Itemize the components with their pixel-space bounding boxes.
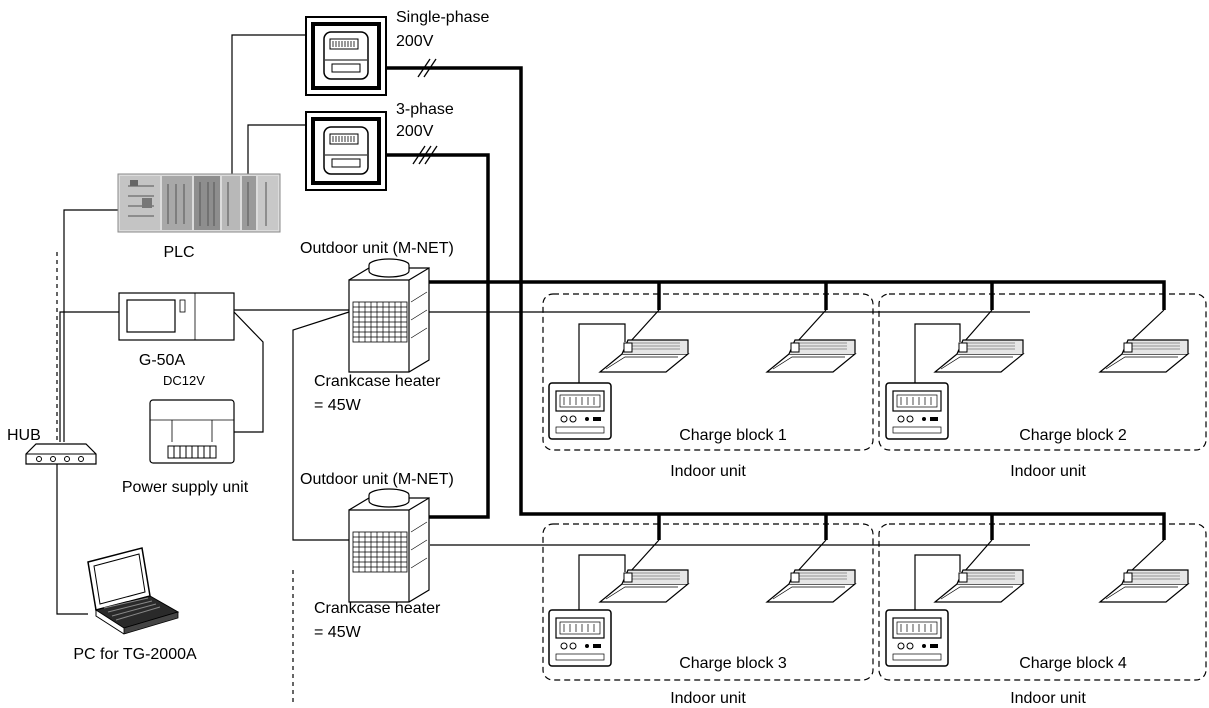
power-supply-label: Power supply unit: [122, 479, 249, 496]
remote-controller-icon: [549, 383, 611, 439]
plc-icon: [118, 174, 280, 232]
indoor-unit-icon: [600, 570, 688, 602]
heater1-value-label: = 45W: [314, 397, 362, 414]
meter2-voltage-label: 200V: [396, 123, 434, 140]
pc-label: PC for TG-2000A: [73, 646, 197, 663]
indoor-unit-icon: [1100, 340, 1188, 372]
indoor-unit-icon: [935, 340, 1023, 372]
g50a-controller-icon: [119, 293, 234, 340]
indoor-unit-icon: [767, 340, 855, 372]
charge-block-label: Charge block 2: [1019, 427, 1127, 444]
charge-block-3: Charge block 3: [543, 524, 873, 680]
remote-controller-icon: [886, 383, 948, 439]
heater1-name-label: Crankcase heater: [314, 373, 441, 390]
remote-controller-icon: [549, 610, 611, 666]
heater2-name-label: Crankcase heater: [314, 600, 441, 617]
power-supply-unit-icon: [150, 400, 234, 463]
meter2-phase-label: 3-phase: [396, 101, 454, 118]
charge-block-label: Charge block 1: [679, 427, 787, 444]
indoor-unit-icon: [767, 570, 855, 602]
remote-controller-icon: [886, 610, 948, 666]
heater2-value-label: = 45W: [314, 624, 362, 641]
charge-block-1: Charge block 1: [543, 294, 873, 450]
outdoor-unit-1-icon: [349, 259, 429, 372]
indoor-unit-label: Indoor unit: [670, 463, 746, 480]
indoor-unit-icon: [600, 340, 688, 372]
meter1-phase-label: Single-phase: [396, 9, 490, 26]
laptop-icon: [88, 548, 178, 634]
charge-block-label: Charge block 3: [679, 655, 787, 672]
outdoor2-label: Outdoor unit (M-NET): [300, 471, 454, 488]
three-phase-meter-icon: [306, 112, 386, 190]
dc12v-label: DC12V: [163, 373, 205, 388]
outdoor1-label: Outdoor unit (M-NET): [300, 240, 454, 257]
meter1-voltage-label: 200V: [396, 33, 434, 50]
hub-icon: [26, 444, 96, 464]
indoor-unit-icon: [935, 570, 1023, 602]
hub-label: HUB: [7, 427, 41, 444]
g50a-label: G-50A: [139, 352, 186, 369]
plc-label: PLC: [163, 244, 194, 261]
indoor-unit-icon: [1100, 570, 1188, 602]
indoor-unit-label: Indoor unit: [1010, 690, 1086, 707]
indoor-unit-label: Indoor unit: [670, 690, 746, 707]
charge-block-label: Charge block 4: [1019, 655, 1127, 672]
single-phase-meter-icon: [306, 17, 386, 95]
indoor-unit-label: Indoor unit: [1010, 463, 1086, 480]
outdoor-unit-2-icon: [349, 489, 429, 602]
